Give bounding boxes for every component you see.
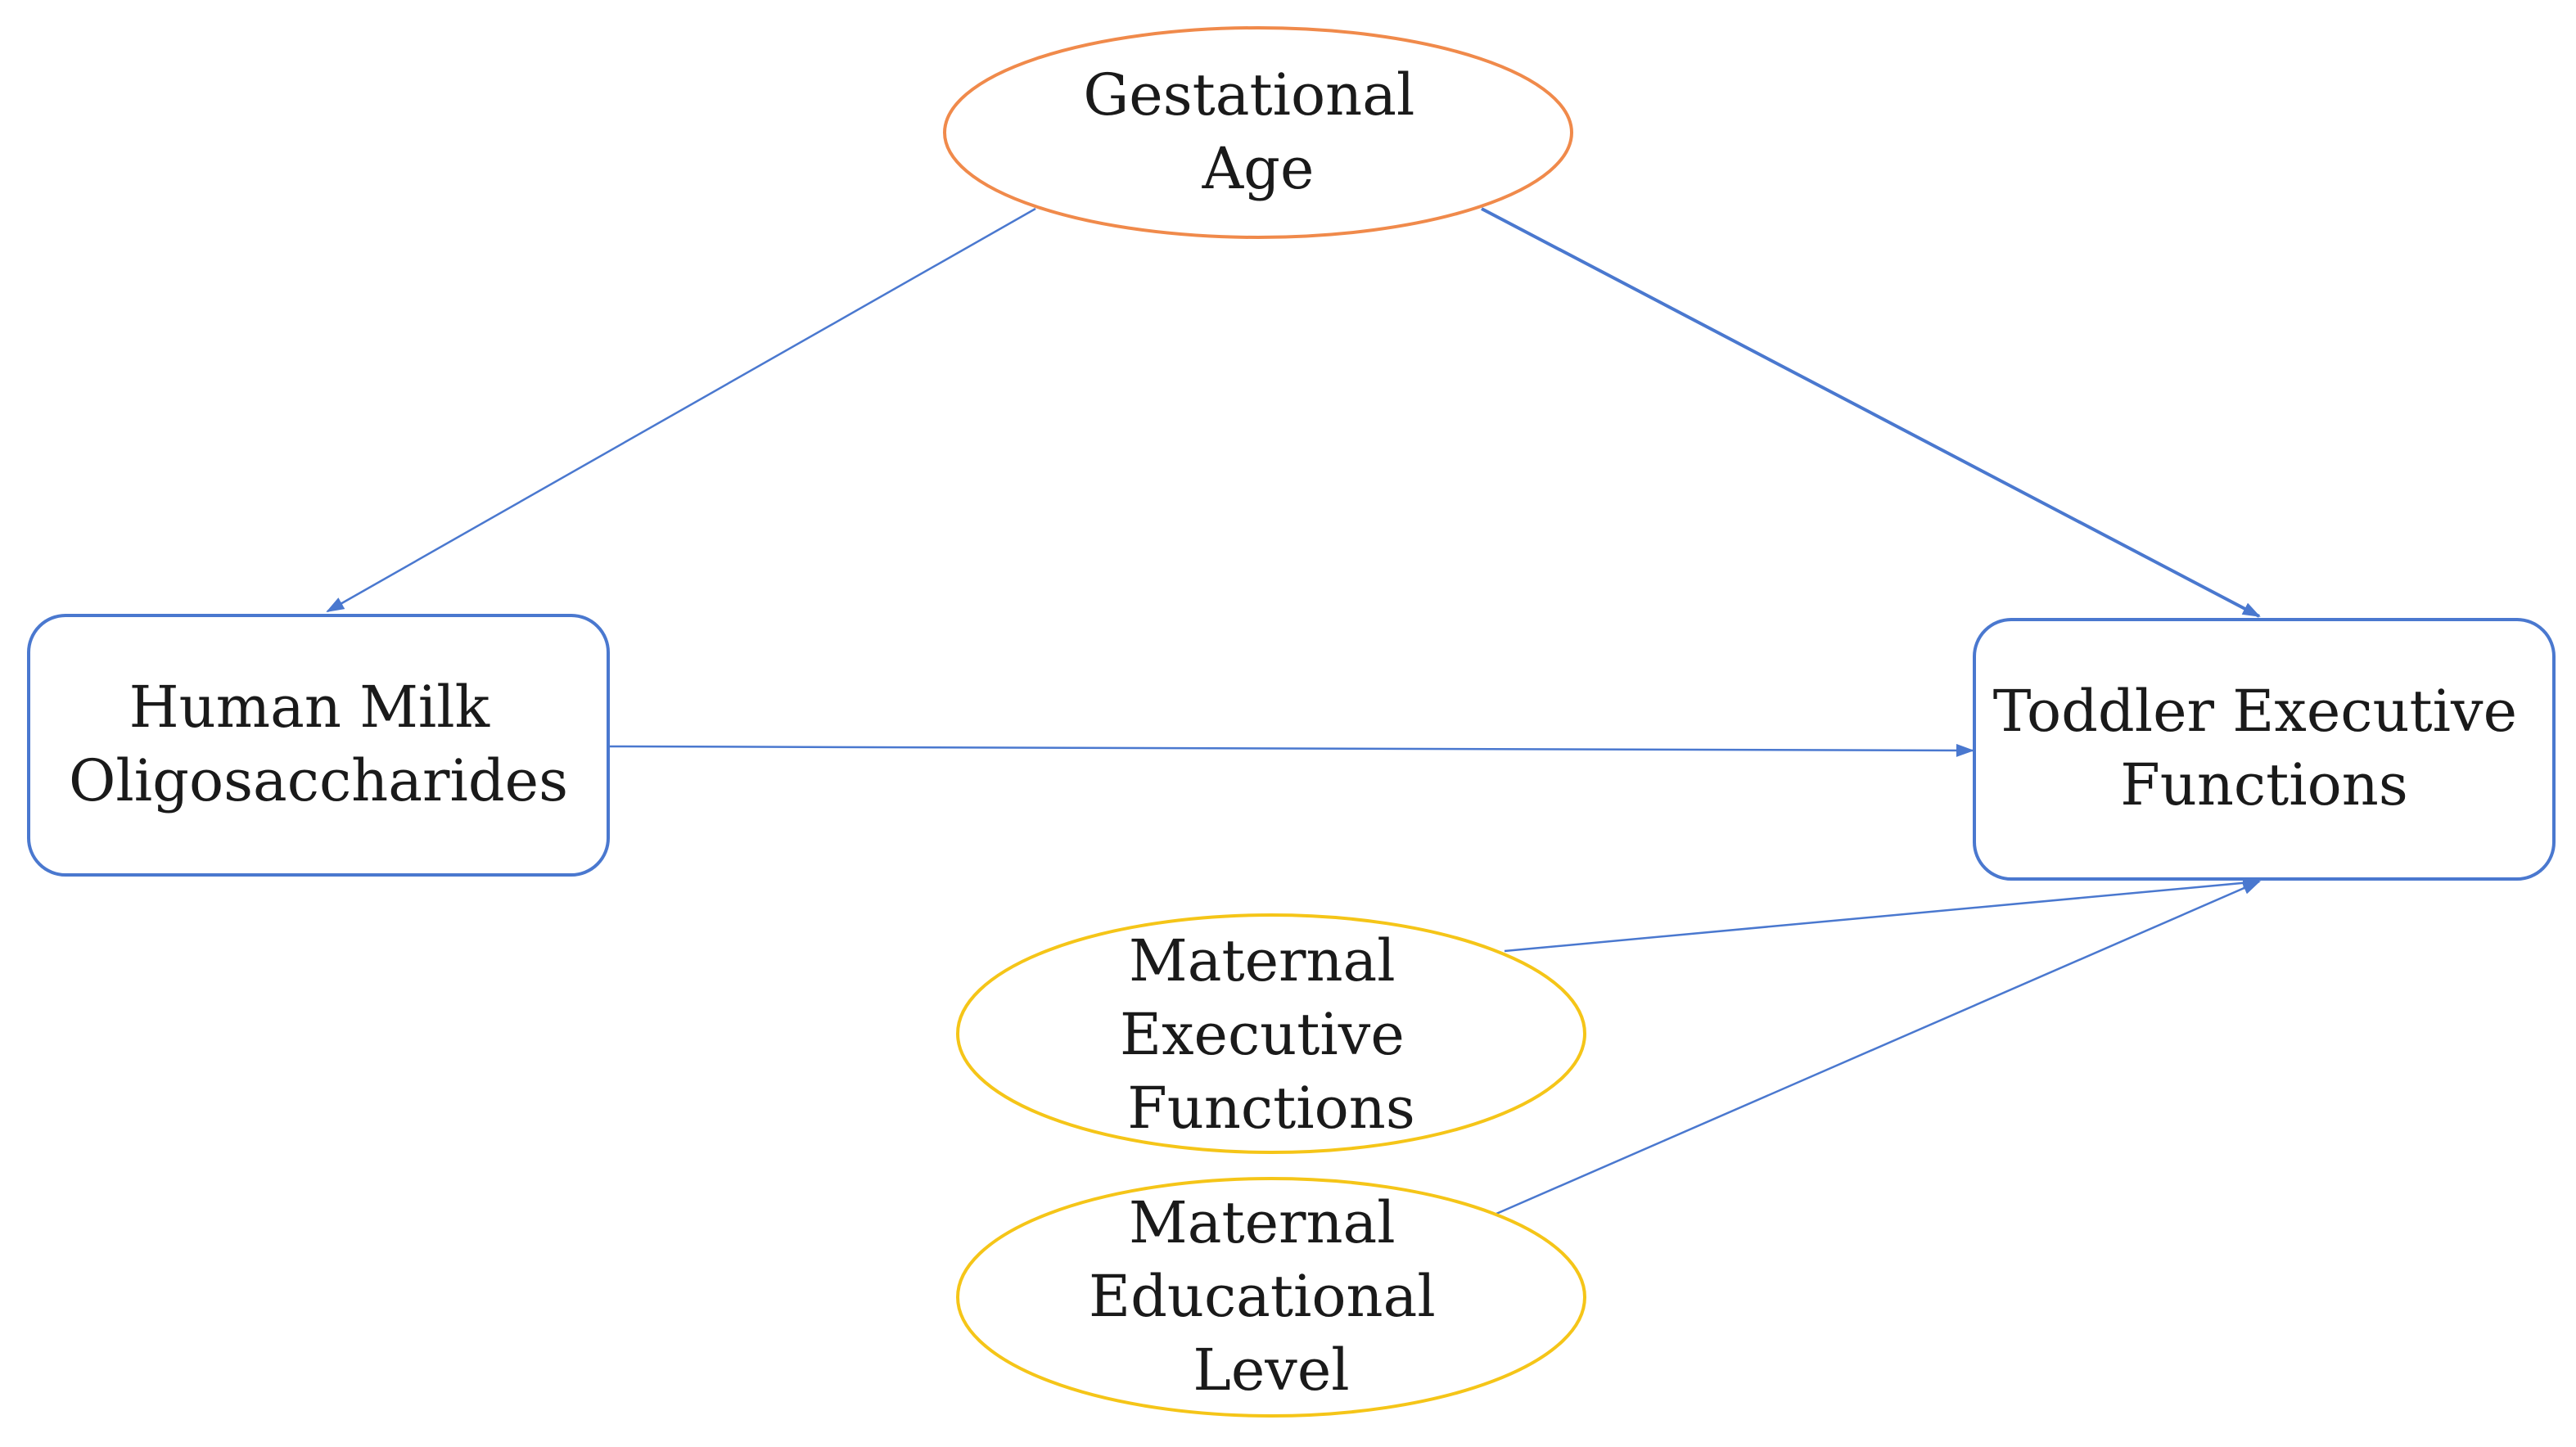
maternal-ef-label: Maternal Executive Functions	[1120, 927, 1423, 1142]
gestational-age-ellipse	[943, 26, 1573, 239]
node-human-milk-oligosaccharides: Human Milk Oligosaccharides	[27, 614, 610, 877]
node-maternal-educational-level: Maternal Educational Level	[956, 1177, 1586, 1418]
maternal-ef-line-2: Executive	[1120, 1001, 1405, 1068]
node-maternal-executive-functions: Maternal Executive Functions	[956, 913, 1586, 1154]
maternal-education-label: Maternal Educational Level	[1089, 1189, 1454, 1404]
gestational-age-label: Gestational Age	[1083, 61, 1432, 202]
edge-hmo-to-toddler-ef	[609, 743, 1974, 757]
node-gestational-age: Gestational Age	[943, 26, 1573, 239]
maternal-education-ellipse	[956, 1177, 1586, 1418]
maternal-ef-line-1: Maternal	[1129, 927, 1396, 994]
toddler-ef-label: Toddler Executive Functions	[1993, 678, 2536, 818]
node-toddler-executive-functions: Toddler Executive Functions	[1973, 618, 2556, 881]
hmo-label: Human Milk Oligosaccharides	[69, 674, 568, 814]
maternal-ef-line-3: Functions	[1127, 1075, 1415, 1142]
gestational-age-line-1: Gestational	[1083, 61, 1414, 128]
hmo-line-2: Oligosaccharides	[69, 747, 568, 814]
maternal-education-line-1: Maternal	[1129, 1189, 1396, 1256]
maternal-ef-ellipse	[956, 913, 1586, 1154]
toddler-ef-line-2: Functions	[2120, 751, 2408, 818]
toddler-ef-line-1: Toddler Executive	[1993, 678, 2517, 745]
edge-maternal-education-to-toddler-ef	[1496, 880, 2261, 1215]
hmo-box	[27, 614, 610, 877]
edge-gestational-age-to-hmo	[326, 207, 1036, 613]
gestational-age-line-2: Age	[1202, 135, 1315, 202]
toddler-ef-box	[1973, 618, 2556, 881]
edge-gestational-age-to-toddler-ef	[1481, 207, 2261, 618]
maternal-education-line-3: Level	[1193, 1337, 1349, 1404]
edge-maternal-ef-to-toddler-ef	[1504, 876, 2261, 953]
hmo-line-1: Human Milk	[129, 674, 490, 741]
maternal-education-line-2: Educational	[1089, 1263, 1436, 1330]
